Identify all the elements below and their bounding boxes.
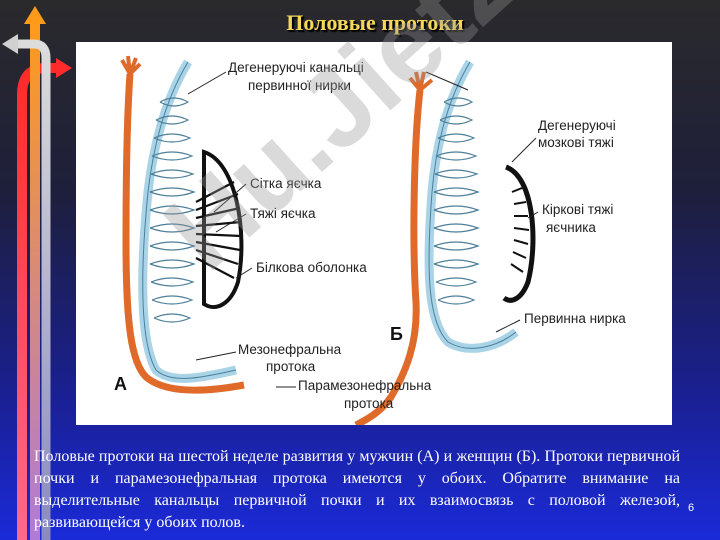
paramesonephric-duct-b: [354, 89, 424, 429]
nav-decoration: [2, 6, 72, 540]
label-degenerating-medullary-2: мозкові тяжі: [538, 135, 614, 150]
label-testis-cords: Тяжі яєчка: [250, 206, 316, 221]
fimbria-a: [120, 55, 142, 76]
slide-number: 6: [688, 502, 695, 514]
label-degenerating-medullary-1: Дегенеруючі: [538, 118, 616, 133]
label-primary-kidney: Первинна нирка: [524, 311, 626, 326]
slide-caption: Половые протоки на шестой неделе развити…: [34, 448, 680, 531]
mesonephric-duct-b: [424, 59, 519, 353]
label-rete-testis: Сітка яєчка: [250, 176, 322, 191]
label-degenerating-tubules-1: Дегенеруючі канальці: [228, 60, 364, 75]
label-letter-a: А: [114, 374, 127, 394]
label-degenerating-tubules-2: первинної нирки: [248, 78, 351, 93]
mesonephric-tubules-a: [149, 97, 196, 323]
label-cortical-cords-2: яєчника: [546, 220, 596, 235]
fimbria-b: [408, 71, 434, 92]
label-cortical-cords-1: Кіркові тяжі: [542, 202, 613, 217]
label-letter-b: Б: [390, 324, 403, 344]
label-paramesonephric-duct-1: Парамезонефральна: [298, 378, 432, 393]
paramesonephric-duct-a: [122, 73, 245, 394]
diagram-figure: А Б: [76, 42, 672, 429]
label-tunica-albuginea: Білкова оболонка: [256, 260, 367, 275]
genital-ducts-diagram: А Б: [114, 55, 626, 429]
ovary-b: [502, 164, 536, 303]
mesonephric-tubules-b: [433, 97, 480, 305]
label-paramesonephric-duct-2: протока: [344, 396, 394, 411]
label-mesonephric-duct-1: Мезонефральна: [238, 342, 342, 357]
label-mesonephric-duct-2: протока: [266, 359, 316, 374]
leader-lines: [187, 71, 539, 388]
testis-a: [202, 149, 244, 310]
cortical-cords-b: [510, 187, 530, 273]
slide-title: Половые протоки: [286, 10, 464, 35]
testis-cords-a: [195, 181, 242, 279]
